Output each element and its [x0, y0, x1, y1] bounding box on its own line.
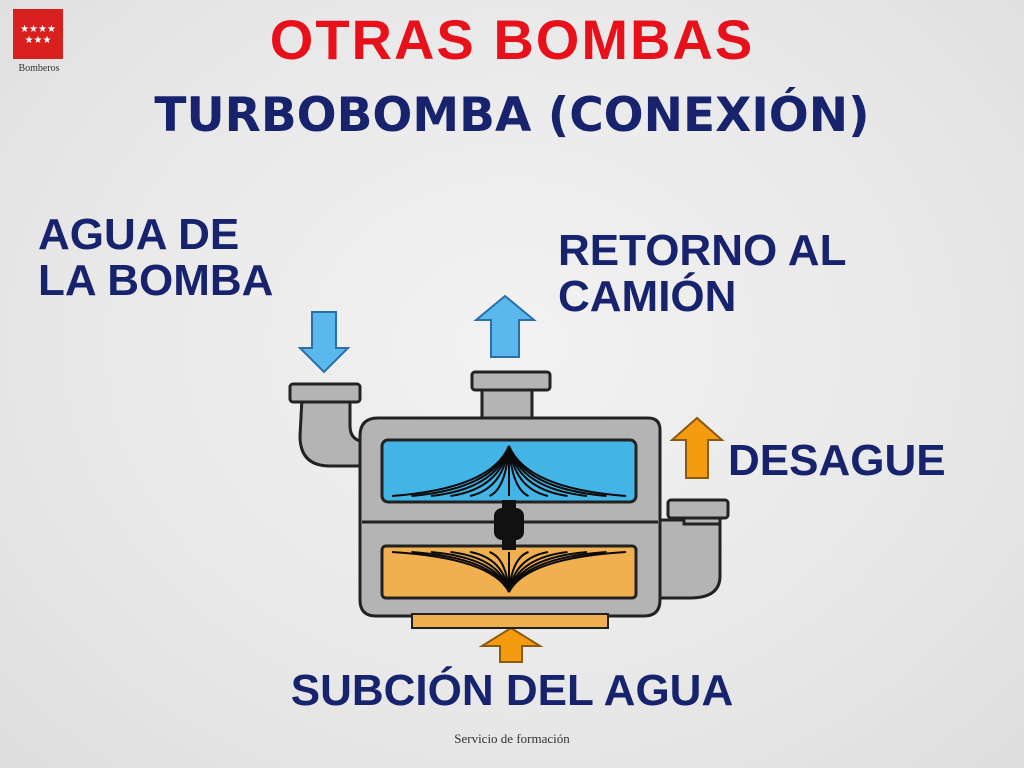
label-water-from-pump: AGUA DE LA BOMBA: [38, 210, 274, 305]
svg-text:★★★★: ★★★★: [20, 24, 56, 35]
label-water-suction: SUBCIÓN DEL AGUA: [290, 666, 734, 715]
stars-icon: ★★★★ ★★★: [20, 24, 56, 46]
comunidad-madrid-logo: ★★★★ ★★★: [13, 9, 63, 59]
suction-inlet-arrow: [478, 626, 544, 663]
blade-line: [508, 551, 627, 593]
shaft-coupling: [494, 500, 524, 550]
footer-caption: Servicio de formación: [454, 731, 570, 746]
return-outlet-arrow: [473, 294, 537, 358]
label-return-to-truck: RETORNO AL CAMIÓN: [558, 226, 847, 321]
blade-line: [508, 445, 627, 497]
water-inlet-arrow: [297, 311, 351, 374]
logo-caption: Bomberos: [18, 63, 60, 74]
pump-chamber: [380, 544, 638, 600]
label-drain: DESAGUE: [728, 436, 946, 485]
turbine-chamber: [380, 438, 638, 504]
page-subtitle: TURBOBOMBA (CONEXIÓN): [154, 88, 870, 143]
svg-text:★★★: ★★★: [25, 35, 52, 46]
drain-outlet-arrow: [669, 416, 725, 479]
page-title: OTRAS BOMBAS: [269, 8, 755, 71]
